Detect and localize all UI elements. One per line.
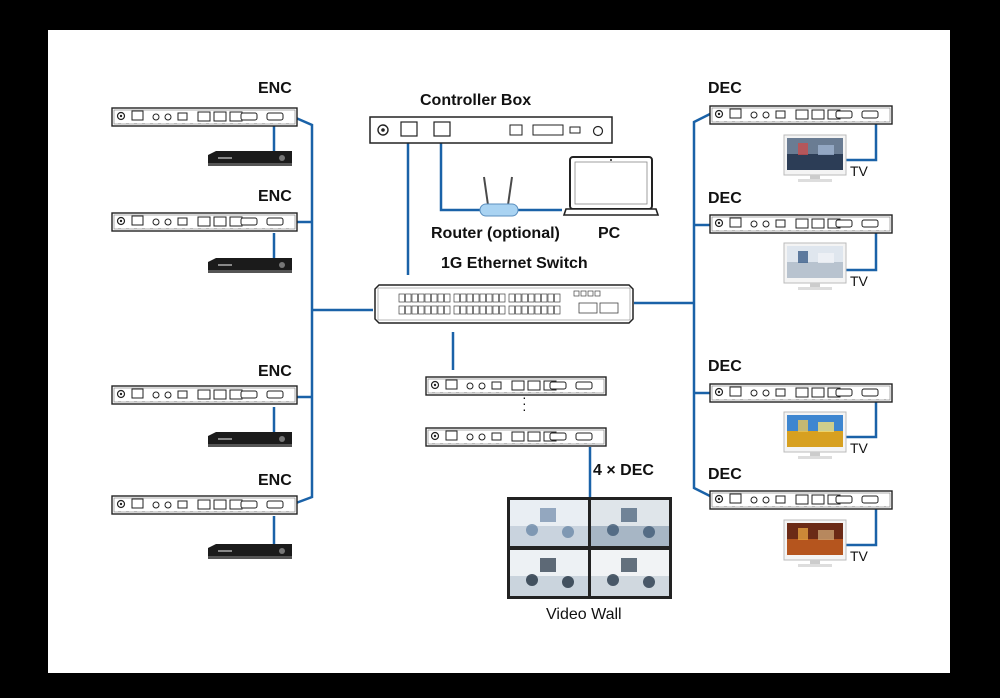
dec-tv-link-3 (846, 399, 878, 439)
router-label: Router (optional) (431, 225, 560, 242)
video-wall-label: Video Wall (546, 606, 622, 623)
switch-label: 1G Ethernet Switch (441, 255, 588, 272)
enc-label-2: ENC (258, 188, 292, 205)
four-dec-label: 4 × DEC (593, 462, 654, 479)
decoder-unit-2 (709, 214, 893, 234)
enc-bus-line (295, 116, 314, 505)
source-device-4 (208, 544, 292, 559)
tv-display-3 (783, 411, 847, 459)
enc-label-1: ENC (258, 80, 292, 97)
dec-tv-link-4 (846, 507, 878, 547)
tv-label-2: TV (850, 273, 868, 289)
video-wall-panel-1 (510, 500, 588, 546)
connection-lines (111, 105, 893, 599)
tv-label-3: TV (850, 440, 868, 456)
enc-label-4: ENC (258, 472, 292, 489)
tv-display-4 (783, 519, 847, 567)
video-wall-panel-2 (591, 500, 669, 546)
encoder-unit-3 (111, 385, 298, 405)
decoder-unit-3 (709, 383, 893, 403)
dec-tv-link-1 (846, 122, 878, 162)
dec-label-1: DEC (708, 80, 742, 97)
controller-box (369, 116, 613, 144)
video-wall-panel-3 (510, 550, 588, 596)
wall-decoder-unit-2 (425, 427, 607, 447)
dec-label-3: DEC (708, 358, 742, 375)
encoder-unit-2 (111, 212, 298, 232)
video-wall-display (507, 497, 672, 599)
dec-label-4: DEC (708, 466, 742, 483)
video-wall-panel-4 (591, 550, 669, 596)
encoder-unit-4 (111, 495, 298, 515)
tv-display-2 (783, 242, 847, 290)
source-device-2 (208, 258, 292, 273)
pc-label: PC (598, 225, 621, 242)
decoder-unit-4 (709, 490, 893, 510)
ethernet-switch (374, 284, 634, 324)
wall-decoder-unit-1 (425, 376, 607, 396)
controller-box-label: Controller Box (420, 92, 532, 109)
tv-label-1: TV (850, 163, 868, 179)
source-device-3 (208, 432, 292, 447)
router-device (479, 176, 519, 217)
source-device-1 (208, 151, 292, 166)
dec-label-2: DEC (708, 190, 742, 207)
pc-laptop (562, 156, 660, 216)
decoder-unit-1 (709, 105, 893, 125)
dec-tv-link-2 (846, 232, 878, 272)
diagram-canvas: Controller Box Router (optional) PC 1G E… (48, 30, 950, 673)
tv-display-1 (783, 134, 847, 182)
controller-router-line (439, 133, 483, 212)
dec-bus-line (692, 112, 711, 498)
ellipsis-dots: · · · (522, 389, 527, 417)
tv-label-4: TV (850, 548, 868, 564)
enc-label-3: ENC (258, 363, 292, 380)
encoder-unit-1 (111, 107, 298, 127)
